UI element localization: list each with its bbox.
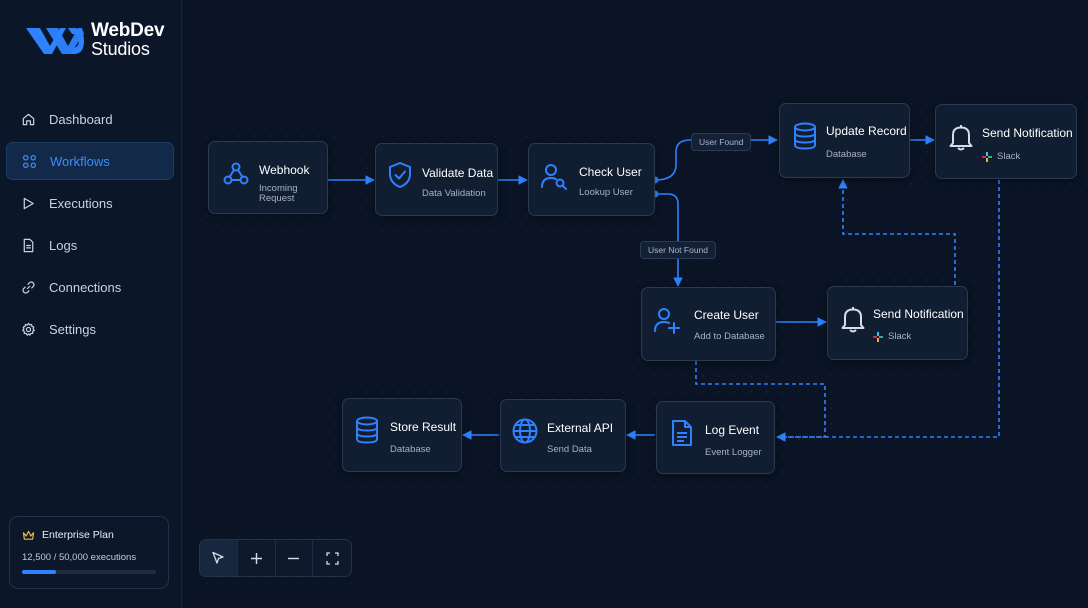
node-title: External API bbox=[547, 421, 614, 435]
node-subtitle: Slack bbox=[873, 332, 911, 342]
sidebar-item-label: Workflows bbox=[50, 153, 110, 169]
sidebar-item-label: Executions bbox=[49, 195, 113, 211]
zoom-out-icon bbox=[288, 557, 300, 559]
gear-icon bbox=[20, 321, 36, 337]
plan-usage-bar bbox=[22, 570, 156, 574]
node-log-event[interactable]: Log Event Event Logger bbox=[656, 401, 775, 474]
node-title: Create User bbox=[694, 308, 759, 322]
sidebar-item-label: Connections bbox=[49, 279, 122, 295]
node-subtitle: Event Logger bbox=[705, 447, 762, 458]
brand-logo[interactable]: WebDev Studios bbox=[24, 20, 174, 62]
node-title: Log Event bbox=[705, 423, 760, 437]
webdev-logo-icon bbox=[26, 28, 84, 54]
node-external-api[interactable]: External API Send Data bbox=[500, 399, 626, 472]
sidebar-item-label: Dashboard bbox=[49, 111, 113, 127]
node-title: Check User bbox=[579, 165, 642, 179]
node-subtitle: Lookup User bbox=[579, 187, 633, 198]
node-title: Validate Data bbox=[422, 166, 494, 180]
node-subtitle: Send Data bbox=[547, 444, 592, 455]
sidebar: WebDev Studios Dashboard Workflows Execu… bbox=[0, 0, 182, 608]
crown-icon bbox=[22, 530, 35, 540]
zoom-out-button[interactable] bbox=[276, 540, 314, 576]
node-subtitle: Slack bbox=[982, 152, 1020, 162]
node-subtitle-text: Slack bbox=[997, 151, 1021, 162]
canvas-toolbar bbox=[199, 539, 352, 577]
zoom-in-button[interactable] bbox=[238, 540, 276, 576]
node-send-notification-2[interactable]: Send Notification Slack bbox=[827, 286, 968, 360]
bell-icon bbox=[838, 304, 868, 334]
sidebar-item-dashboard[interactable]: Dashboard bbox=[6, 100, 174, 138]
node-title: Webhook bbox=[259, 163, 310, 177]
brand-line-1: WebDev bbox=[91, 20, 165, 41]
zoom-in-icon bbox=[250, 552, 262, 564]
plan-card[interactable]: Enterprise Plan 12,500 / 50,000 executio… bbox=[9, 516, 169, 589]
plan-title: Enterprise Plan bbox=[22, 529, 114, 541]
slack-icon bbox=[982, 152, 992, 162]
sidebar-nav: Dashboard Workflows Executions Logs Conn… bbox=[6, 100, 174, 352]
bell-icon bbox=[946, 122, 976, 152]
brand-line-2: Studios bbox=[91, 39, 150, 59]
pointer-tool-button[interactable] bbox=[200, 540, 238, 576]
fit-view-button[interactable] bbox=[313, 540, 351, 576]
play-icon bbox=[20, 195, 36, 211]
node-title: Store Result bbox=[390, 420, 457, 434]
sidebar-item-label: Settings bbox=[49, 321, 96, 337]
node-subtitle: Incoming Request bbox=[259, 183, 298, 204]
sidebar-item-workflows[interactable]: Workflows bbox=[6, 142, 174, 180]
sidebar-item-settings[interactable]: Settings bbox=[6, 310, 174, 348]
database-icon bbox=[352, 415, 382, 445]
brand-name: WebDev Studios bbox=[91, 20, 165, 59]
edge-label-user-found: User Found bbox=[691, 133, 752, 151]
fit-view-icon bbox=[325, 551, 339, 565]
plan-usage: 12,500 / 50,000 executions bbox=[22, 552, 137, 563]
user-search-icon bbox=[539, 161, 569, 191]
node-title: Update Record bbox=[826, 124, 907, 138]
file-icon bbox=[667, 418, 697, 448]
globe-icon bbox=[510, 416, 540, 446]
node-subtitle: Add to Database bbox=[694, 331, 765, 342]
node-check-user[interactable]: Check User Lookup User bbox=[528, 143, 655, 216]
edge-label-user-not-found: User Not Found bbox=[640, 241, 716, 259]
document-icon bbox=[20, 237, 36, 253]
database-icon bbox=[790, 121, 820, 151]
node-subtitle: Database bbox=[390, 444, 431, 455]
node-title: Send Notification bbox=[982, 126, 1073, 140]
node-create-user[interactable]: Create User Add to Database bbox=[641, 287, 776, 361]
node-store-result[interactable]: Store Result Database bbox=[342, 398, 462, 472]
sidebar-item-logs[interactable]: Logs bbox=[6, 226, 174, 264]
shield-check-icon bbox=[385, 160, 415, 190]
webhook-icon bbox=[221, 159, 251, 189]
pointer-icon bbox=[212, 551, 225, 564]
node-subtitle: Data Validation bbox=[422, 188, 486, 199]
node-subtitle: Database bbox=[826, 149, 867, 160]
workflows-icon bbox=[21, 153, 37, 169]
node-webhook[interactable]: Webhook Incoming Request bbox=[208, 141, 328, 214]
user-plus-icon bbox=[652, 305, 682, 335]
plan-usage-fill bbox=[22, 570, 56, 574]
home-icon bbox=[20, 111, 36, 127]
node-validate-data[interactable]: Validate Data Data Validation bbox=[375, 143, 498, 216]
node-update-record[interactable]: Update Record Database bbox=[779, 103, 910, 178]
sidebar-item-executions[interactable]: Executions bbox=[6, 184, 174, 222]
plan-title-text: Enterprise Plan bbox=[42, 529, 114, 541]
slack-icon bbox=[873, 332, 883, 342]
node-title: Send Notification bbox=[873, 307, 964, 321]
link-icon bbox=[20, 279, 36, 295]
node-subtitle-text: Slack bbox=[888, 331, 912, 342]
sidebar-item-connections[interactable]: Connections bbox=[6, 268, 174, 306]
sidebar-item-label: Logs bbox=[49, 237, 78, 253]
node-send-notification-1[interactable]: Send Notification Slack bbox=[935, 104, 1077, 179]
